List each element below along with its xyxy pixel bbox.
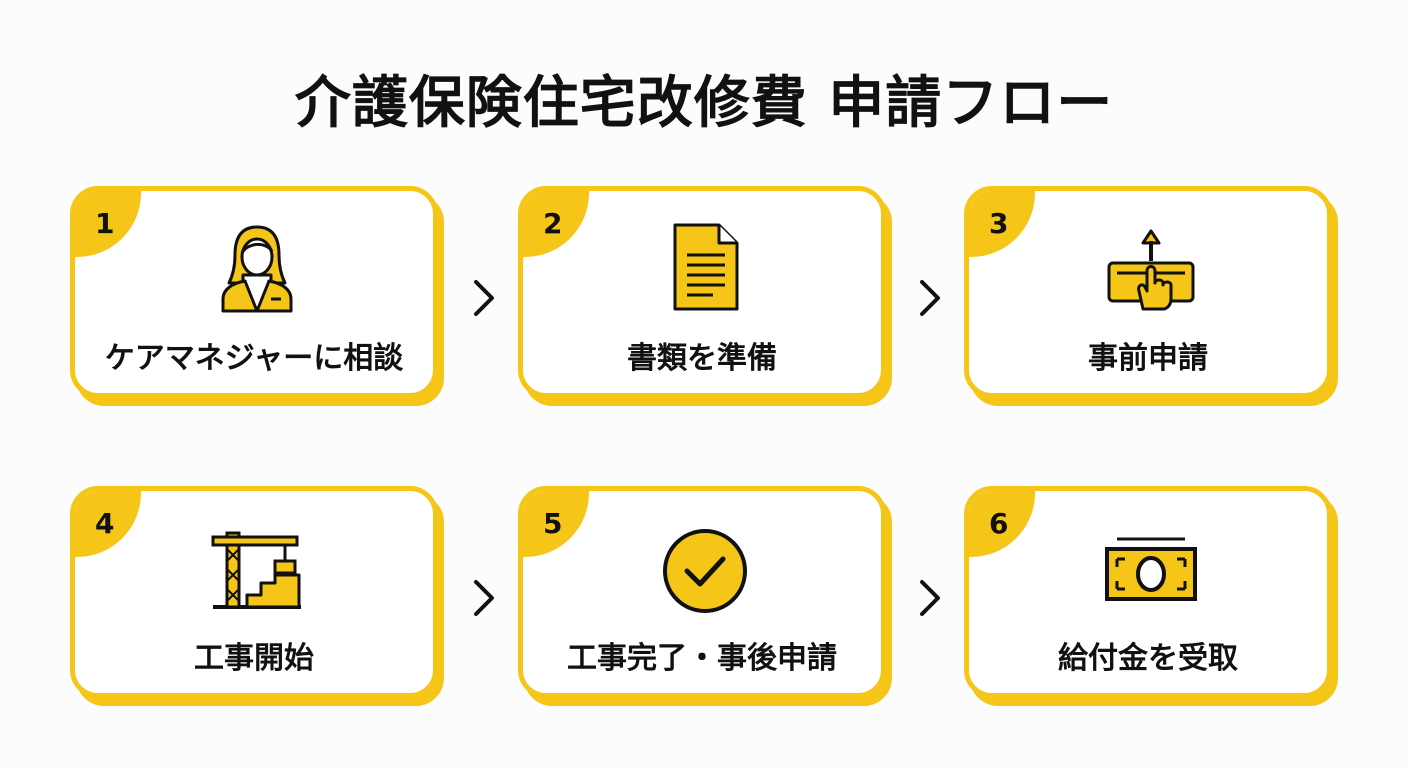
construction-crane-icon bbox=[211, 531, 301, 609]
step-number: 1 bbox=[95, 207, 115, 240]
check-circle-icon bbox=[663, 529, 747, 613]
chevron-right-icon bbox=[920, 580, 940, 616]
submit-upload-icon bbox=[1107, 229, 1195, 311]
step-label: 工事完了・事後申請 bbox=[567, 641, 837, 676]
step-label: 工事開始 bbox=[194, 641, 314, 676]
step-label: 給付金を受取 bbox=[1058, 641, 1238, 676]
step-number: 3 bbox=[989, 207, 1009, 240]
chevron-right-icon bbox=[920, 280, 940, 316]
step-card-3: 3 事前申請 bbox=[964, 186, 1332, 398]
step-number: 5 bbox=[543, 507, 563, 540]
chevron-right-icon bbox=[474, 280, 494, 316]
chevron-right-icon bbox=[474, 580, 494, 616]
step-number: 2 bbox=[543, 207, 563, 240]
step-label: ケアマネジャーに相談 bbox=[104, 341, 404, 376]
step-number: 4 bbox=[95, 507, 115, 540]
step-label: 書類を準備 bbox=[627, 341, 777, 376]
step-card-5: 5 工事完了・事後申請 bbox=[518, 486, 886, 698]
step-card-2: 2 書類を準備 bbox=[518, 186, 886, 398]
page-title: 介護保険住宅改修費 申請フロー bbox=[294, 71, 1114, 136]
step-label: 事前申請 bbox=[1088, 341, 1208, 376]
step-card-4: 4 工事開始 bbox=[70, 486, 438, 698]
step-card-1: 1 ケアマネジャーに相談 bbox=[70, 186, 438, 398]
document-icon bbox=[673, 223, 739, 311]
cash-icon bbox=[1105, 537, 1197, 601]
care-manager-icon bbox=[221, 225, 293, 313]
step-number: 6 bbox=[989, 507, 1009, 540]
step-card-6: 6 給付金を受取 bbox=[964, 486, 1332, 698]
